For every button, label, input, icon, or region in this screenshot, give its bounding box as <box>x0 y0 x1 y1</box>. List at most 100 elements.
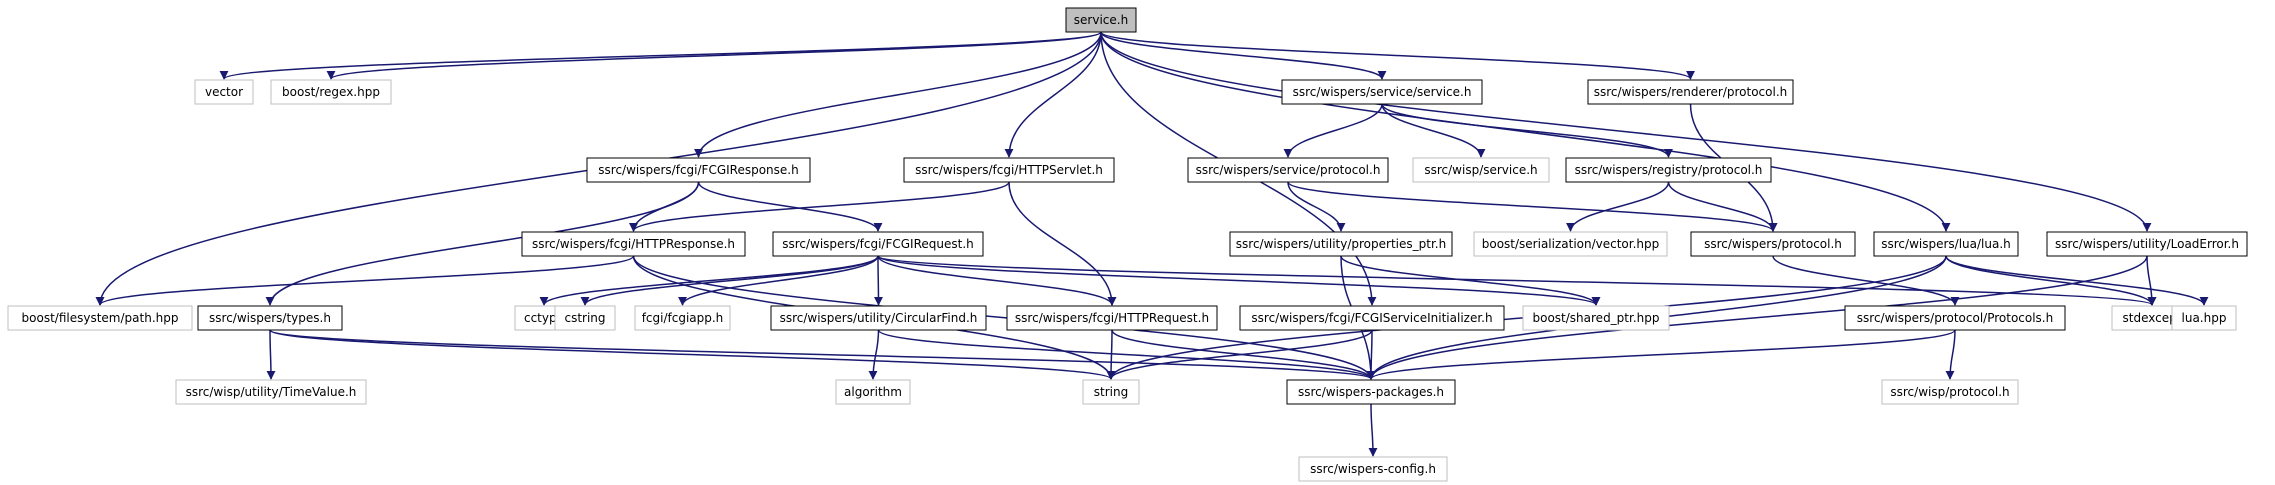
node-box <box>772 231 984 257</box>
edge-protocols-h-to-wisp-protocol-h <box>1945 329 1956 380</box>
edge-types-h-to-string <box>269 329 1116 380</box>
node-box <box>2046 231 2248 257</box>
node-boost-fs-path: boost/filesystem/path.hpp <box>7 305 193 331</box>
node-fcgi-service-init-h[interactable]: ssrc/wispers/fcgi/FCGIServiceInitializer… <box>1239 305 1505 331</box>
node-box <box>634 305 731 331</box>
edge-wispers-service-service-h-to-registry-protocol-h <box>1381 103 1673 158</box>
edge-lua-h-to-lua-hpp <box>1945 255 2209 306</box>
node-box <box>1082 379 1140 405</box>
edge-fcgi-request-h-to-stdexcept <box>877 255 2157 306</box>
node-http-response-h[interactable]: ssrc/wispers/fcgi/HTTPResponse.h <box>521 231 746 257</box>
node-fcgi-request-h[interactable]: ssrc/wispers/fcgi/FCGIRequest.h <box>772 231 984 257</box>
node-load-error-h[interactable]: ssrc/wispers/utility/LoadError.h <box>2046 231 2248 257</box>
node-box <box>194 79 254 105</box>
node-wispers-packages-h[interactable]: ssrc/wispers-packages.h <box>1286 379 1456 405</box>
edge-service-h-to-load-error-h <box>1100 31 2152 232</box>
edge-fcgi-request-h-to-circular-find-h <box>873 255 883 306</box>
edge-fcgi-request-h-to-fcgiapp-h <box>678 255 879 306</box>
node-label: ssrc/wispers/utility/LoadError.h <box>2055 237 2239 251</box>
node-label: ssrc/wispers/registry/protocol.h <box>1575 163 1763 177</box>
edge-service-h-to-renderer-protocol-h <box>1100 31 1695 80</box>
node-properties-ptr-h[interactable]: ssrc/wispers/utility/properties_ptr.h <box>1229 231 1453 257</box>
node-box <box>1065 7 1137 33</box>
node-protocols-h[interactable]: ssrc/wispers/protocol/Protocols.h <box>1844 305 2066 331</box>
node-box <box>1881 379 2019 405</box>
node-label: ssrc/wispers/fcgi/FCGIResponse.h <box>598 163 798 177</box>
node-label: ssrc/wispers/fcgi/FCGIRequest.h <box>782 237 974 251</box>
node-label: ssrc/wispers/lua/lua.h <box>1881 237 2011 251</box>
node-label: ssrc/wispers/types.h <box>209 311 331 325</box>
edge-types-h-to-time-value-h <box>266 329 276 380</box>
edge-load-error-h-to-stdexcept <box>2146 255 2157 306</box>
node-box <box>1239 305 1505 331</box>
node-string: string <box>1082 379 1140 405</box>
node-lua-h[interactable]: ssrc/wispers/lua/lua.h <box>1873 231 2019 257</box>
edge-properties-ptr-h-to-boost-shared-ptr <box>1340 255 1601 306</box>
node-box <box>1873 231 2019 257</box>
node-boost-shared-ptr: boost/shared_ptr.hpp <box>1522 305 1670 331</box>
edge-circular-find-h-to-wispers-packages-h <box>877 329 1376 380</box>
node-box <box>835 379 911 405</box>
node-label: ssrc/wisp/protocol.h <box>1890 385 2009 399</box>
node-http-request-h[interactable]: ssrc/wispers/fcgi/HTTPRequest.h <box>1006 305 1218 331</box>
node-registry-protocol-h[interactable]: ssrc/wispers/registry/protocol.h <box>1565 157 1772 183</box>
node-time-value-h: ssrc/wisp/utility/TimeValue.h <box>175 379 367 405</box>
edge-protocols-h-to-wispers-packages-h <box>1366 329 1956 380</box>
node-fcgiapp-h: fcgi/fcgiapp.h <box>634 305 731 331</box>
node-service-h[interactable]: service.h <box>1065 7 1137 33</box>
edge-fcgi-service-init-h-to-string <box>1106 329 1373 380</box>
node-label: ssrc/wispers/utility/CircularFind.h <box>780 311 978 325</box>
edge-http-response-h-to-boost-fs-path <box>95 255 635 306</box>
node-box <box>770 305 987 331</box>
node-circular-find-h[interactable]: ssrc/wispers/utility/CircularFind.h <box>770 305 987 331</box>
node-label: ssrc/wisp/service.h <box>1424 163 1537 177</box>
node-label: boost/shared_ptr.hpp <box>1533 311 1660 325</box>
node-label: boost/filesystem/path.hpp <box>22 311 179 325</box>
edge-service-protocol-h-to-wispers-protocol-h <box>1287 181 1778 232</box>
node-box <box>1229 231 1453 257</box>
node-box <box>1565 157 1772 183</box>
node-box <box>903 157 1115 183</box>
node-wispers-service-service-h[interactable]: ssrc/wispers/service/service.h <box>1281 79 1483 105</box>
edge-http-response-h-to-wispers-packages-h <box>632 255 1376 380</box>
node-label: algorithm <box>844 385 902 399</box>
node-box <box>554 305 616 331</box>
edge-load-error-h-to-wispers-packages-h <box>1366 255 2148 380</box>
node-box <box>1187 157 1389 183</box>
node-label: boost/serialization/vector.hpp <box>1482 237 1660 251</box>
node-service-protocol-h[interactable]: ssrc/wispers/service/protocol.h <box>1187 157 1389 183</box>
node-box <box>1412 157 1550 183</box>
node-box <box>7 305 193 331</box>
node-wisp-service-h: ssrc/wisp/service.h <box>1412 157 1550 183</box>
node-label: cstring <box>564 311 605 325</box>
edge-service-h-to-lua-h <box>1100 31 1951 232</box>
node-label: ssrc/wispers/service/protocol.h <box>1196 163 1381 177</box>
edge-circular-find-h-to-algorithm <box>868 329 880 380</box>
node-box <box>1690 231 1856 257</box>
edge-wispers-service-service-h-to-wisp-service-h <box>1381 103 1486 158</box>
node-box <box>1587 79 1794 105</box>
node-label: vector <box>205 85 243 99</box>
node-label: ssrc/wispers-packages.h <box>1298 385 1444 399</box>
node-box <box>270 79 392 105</box>
node-lua-hpp: lua.hpp <box>2171 305 2237 331</box>
node-label: fcgi/fcgiapp.h <box>642 311 724 325</box>
node-label: ssrc/wispers/service/service.h <box>1293 85 1472 99</box>
node-renderer-protocol-h[interactable]: ssrc/wispers/renderer/protocol.h <box>1587 79 1794 105</box>
node-cstring: cstring <box>554 305 616 331</box>
node-label: string <box>1094 385 1128 399</box>
node-http-servlet-h[interactable]: ssrc/wispers/fcgi/HTTPServlet.h <box>903 157 1115 183</box>
edge-registry-protocol-h-to-boost-ser-vector <box>1566 181 1670 232</box>
node-fcgi-response-h[interactable]: ssrc/wispers/fcgi/FCGIResponse.h <box>586 157 811 183</box>
node-box <box>2171 305 2237 331</box>
edge-fcgi-request-h-to-cctype <box>539 255 879 306</box>
node-label: cctype <box>524 311 564 325</box>
node-vector: vector <box>194 79 254 105</box>
edge-http-request-h-to-string <box>1106 329 1116 380</box>
node-box <box>1286 379 1456 405</box>
node-types-h[interactable]: ssrc/wispers/types.h <box>197 305 343 331</box>
edge-service-h-to-boost-regex <box>326 31 1102 80</box>
node-label: boost/regex.hpp <box>282 85 380 99</box>
node-wispers-protocol-h[interactable]: ssrc/wispers/protocol.h <box>1690 231 1856 257</box>
